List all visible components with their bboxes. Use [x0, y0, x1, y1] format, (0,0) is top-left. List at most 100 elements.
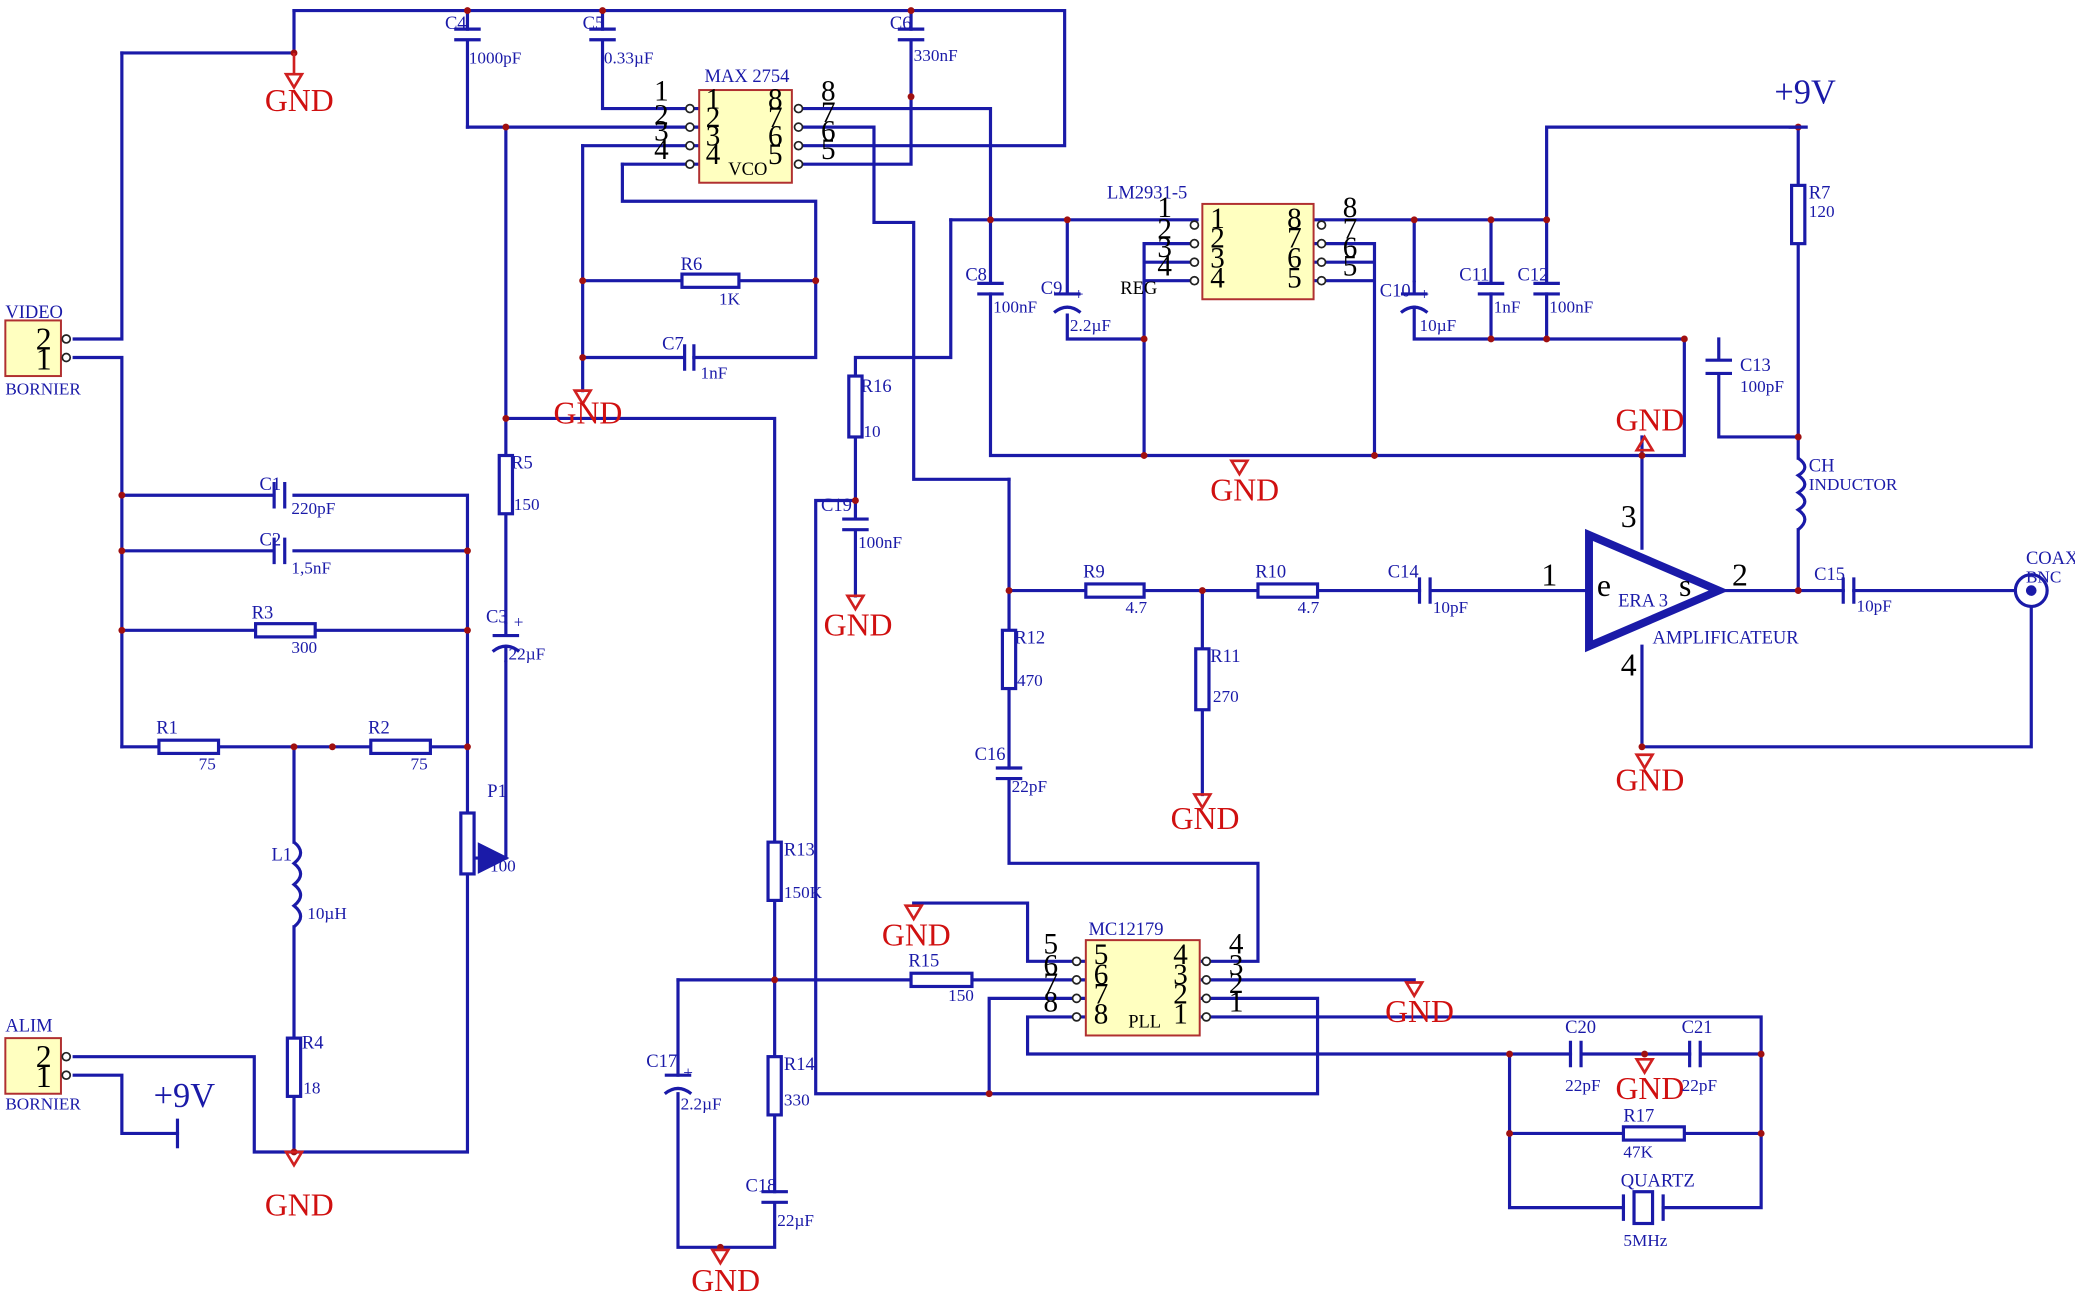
video-pin-2: 2: [36, 322, 52, 357]
resistor-R11: [1194, 647, 1211, 712]
resistor-R3: [254, 622, 317, 639]
coax-sub: BNC: [2026, 568, 2061, 587]
label-ref: R1: [156, 718, 178, 739]
label-val: 5MHz: [1623, 1231, 1667, 1250]
label-ref: C19: [821, 495, 852, 516]
label-val: 470: [1017, 671, 1043, 690]
label-val: 0.33µF: [604, 49, 654, 68]
label-val: 220pF: [291, 499, 335, 518]
label-ref: R10: [1255, 561, 1286, 582]
supply-label: +9V: [1774, 73, 1836, 111]
label-val: 150: [948, 986, 974, 1005]
resistor-R16: [847, 374, 864, 439]
gnd-label: GND: [265, 1188, 334, 1223]
label-val: 330: [784, 1091, 810, 1110]
amp-label: AMPLIFICATEUR: [1653, 628, 1800, 649]
pin-number: 4: [1210, 262, 1225, 294]
pin-number: 1: [1173, 999, 1188, 1031]
gnd-icon: GND: [882, 904, 951, 952]
pin-number: 2: [1173, 979, 1188, 1011]
label-val: 18: [303, 1079, 320, 1098]
resistor-R2: [369, 738, 432, 756]
pin-number: 1: [1229, 987, 1244, 1019]
inductor-L1: [291, 840, 303, 929]
label-val: 100nF: [858, 533, 902, 552]
label-ref: C7: [662, 334, 684, 355]
resistor-R4: [285, 1036, 303, 1098]
label-ref: R2: [368, 718, 390, 739]
gnd-icon: GND: [1615, 402, 1684, 452]
reg-pins: [1189, 220, 1327, 286]
pin-number: 8: [821, 76, 836, 108]
resistor-R9: [1084, 582, 1146, 599]
junctions: [118, 7, 1802, 1251]
alim-connector: 2 1 ALIM BORNIER: [4, 1015, 81, 1114]
label-ref: R15: [908, 951, 939, 972]
label-val: 47K: [1623, 1142, 1653, 1161]
label-val: 1nF: [701, 364, 728, 383]
capacitor-C19: [842, 517, 869, 532]
label-val: 10pF: [1856, 597, 1891, 616]
capacitor-C15: [1841, 577, 1856, 604]
svg-text:+: +: [683, 1063, 693, 1082]
video-connector-sub: BORNIER: [5, 380, 81, 399]
capacitor-C9: [1053, 292, 1082, 314]
label-val: 100: [490, 856, 516, 875]
resistor-R6: [680, 272, 741, 289]
label-val: 150K: [784, 883, 823, 902]
vco-chip: MAX 2754 VCO 1 2 3 4 1 2 3 4 8 7 6 5 8 7…: [654, 66, 836, 184]
pin-number: 3: [706, 121, 721, 153]
pin-number: 2: [654, 99, 669, 131]
resistor-R1: [157, 738, 221, 756]
label-ref: C1: [260, 474, 282, 495]
label-ref: C15: [1814, 564, 1845, 585]
capacitor-C11: [1477, 281, 1505, 296]
label-ref: R3: [252, 602, 274, 623]
pin-number: 5: [1043, 928, 1058, 960]
resistor-R17: [1621, 1125, 1686, 1142]
label-ref: R4: [302, 1033, 324, 1054]
label-ref: C17: [646, 1051, 677, 1072]
pin-number: 5: [1287, 262, 1302, 294]
pin-number: 4: [1229, 928, 1244, 960]
pll-pins: [1071, 956, 1212, 1022]
pin-number: 1: [654, 76, 669, 108]
label-ref: C4: [445, 13, 467, 34]
label-val: 10pF: [1433, 598, 1468, 617]
gnd-icon: GND: [1171, 793, 1239, 836]
video-pin-1: 1: [36, 341, 52, 376]
gnd-label: GND: [554, 396, 623, 431]
resistor-R5: [497, 453, 515, 516]
amp-pin-bottom: 4: [1621, 647, 1637, 682]
pin-number: 7: [1287, 223, 1302, 255]
quartz-crystal: [1621, 1190, 1665, 1226]
label-val: 120: [1809, 202, 1835, 221]
gnd-icon: GND: [1615, 753, 1684, 798]
supply-icon: +9V: [1774, 73, 1836, 129]
amp-pin-top: 3: [1621, 499, 1637, 534]
label-ref: C6: [890, 13, 912, 34]
label-val: 100nF: [993, 297, 1037, 316]
gnd-label: GND: [691, 1263, 760, 1295]
gnd-label: GND: [882, 917, 951, 952]
reg-chip-name: LM2931-5: [1107, 183, 1187, 204]
gnd-icon: GND: [265, 1150, 334, 1223]
label-ref: C20: [1565, 1017, 1596, 1038]
pin-number: 6: [1094, 959, 1109, 991]
capacitor-C6: [897, 27, 925, 42]
capacitor-C14: [1417, 577, 1432, 604]
capacitor-C7: [683, 344, 696, 371]
pin-number: 8: [1043, 987, 1058, 1019]
pin-number: 3: [1173, 959, 1188, 991]
pin-number: 5: [768, 139, 783, 171]
label-ref: QUARTZ: [1621, 1170, 1695, 1191]
resistor-R15: [909, 971, 974, 989]
vco-chip-name: MAX 2754: [704, 66, 789, 87]
gnd-icon: GND: [824, 594, 892, 643]
label-val: 150: [514, 495, 540, 514]
label-ref: CH: [1809, 455, 1835, 476]
pin-number: 5: [821, 134, 836, 166]
video-connector-name: VIDEO: [5, 302, 63, 323]
label-val: 22µF: [509, 644, 546, 663]
capacitor-C12: [1533, 281, 1560, 296]
